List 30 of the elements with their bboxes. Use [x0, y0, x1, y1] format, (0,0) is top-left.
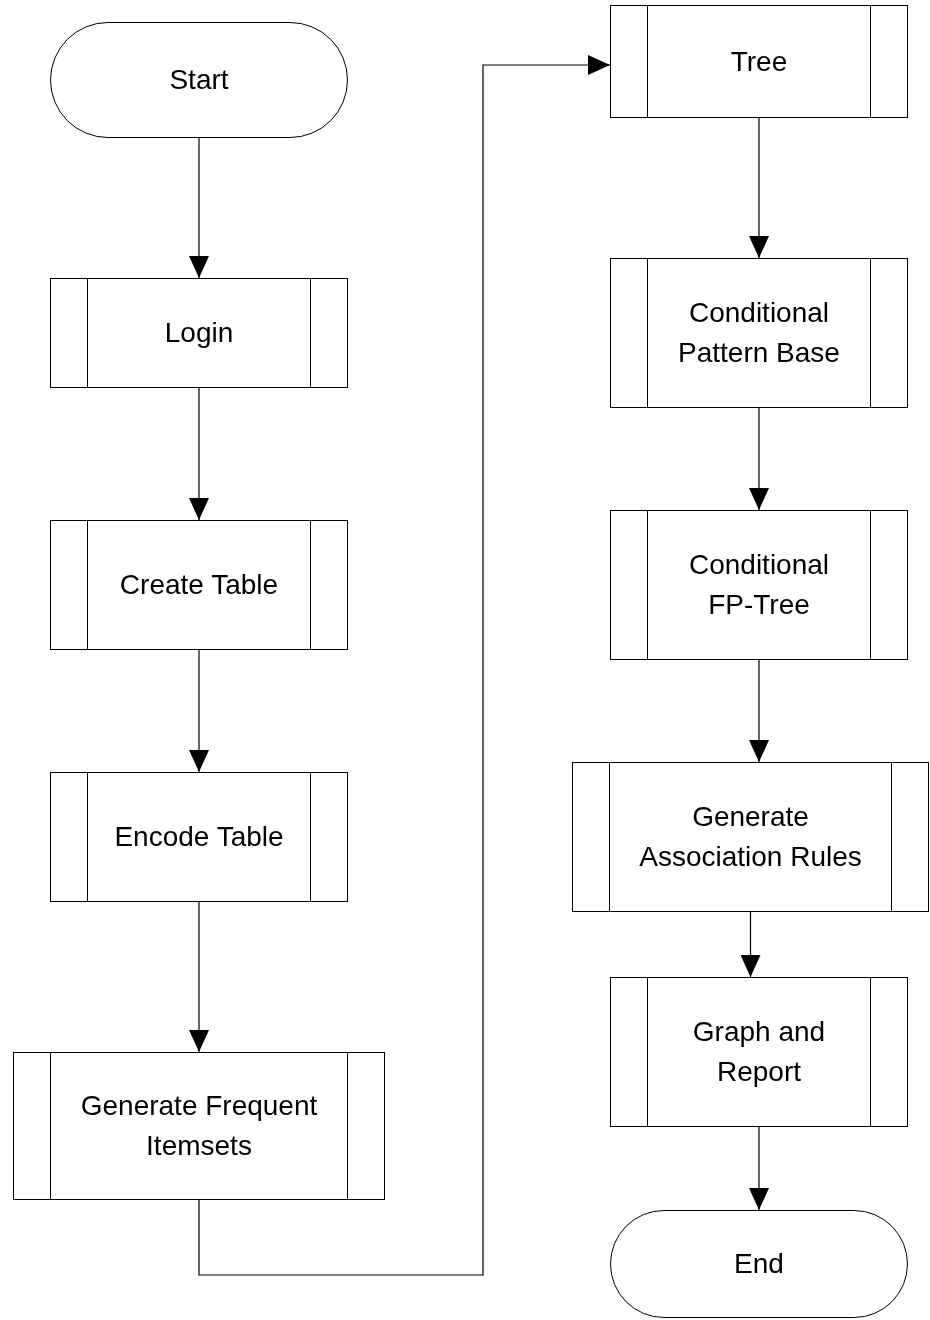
node-label: Generate Frequent Itemsets	[79, 1089, 319, 1163]
node-label: Generate Association Rules	[638, 800, 863, 874]
arrow	[198, 55, 611, 1276]
arrow	[189, 137, 209, 279]
arrow	[189, 901, 209, 1053]
process-box	[13, 1052, 385, 1200]
node-label: Graph and Report	[691, 1015, 827, 1089]
node-label: Conditional FP-Tree	[687, 548, 831, 622]
arrow	[189, 649, 209, 773]
arrow	[749, 117, 769, 259]
process-box	[610, 258, 908, 408]
arrow	[749, 1126, 769, 1211]
process-box	[610, 977, 908, 1127]
process-box	[50, 520, 348, 650]
node-label: Create Table	[118, 568, 280, 602]
process-box	[610, 5, 908, 118]
node-label: Login	[163, 316, 235, 350]
process-box	[572, 762, 929, 912]
node-label: Encode Table	[113, 820, 285, 854]
arrow	[749, 407, 769, 511]
node-label: Tree	[729, 44, 789, 79]
process-box	[50, 278, 348, 388]
node-label: Start	[168, 63, 230, 97]
node-label: End	[733, 1247, 785, 1281]
node-label: Conditional Pattern Base	[677, 296, 841, 370]
process-box	[610, 510, 908, 660]
arrow	[749, 659, 769, 763]
process-box	[50, 772, 348, 902]
arrow	[189, 387, 209, 521]
arrow	[740, 911, 761, 978]
